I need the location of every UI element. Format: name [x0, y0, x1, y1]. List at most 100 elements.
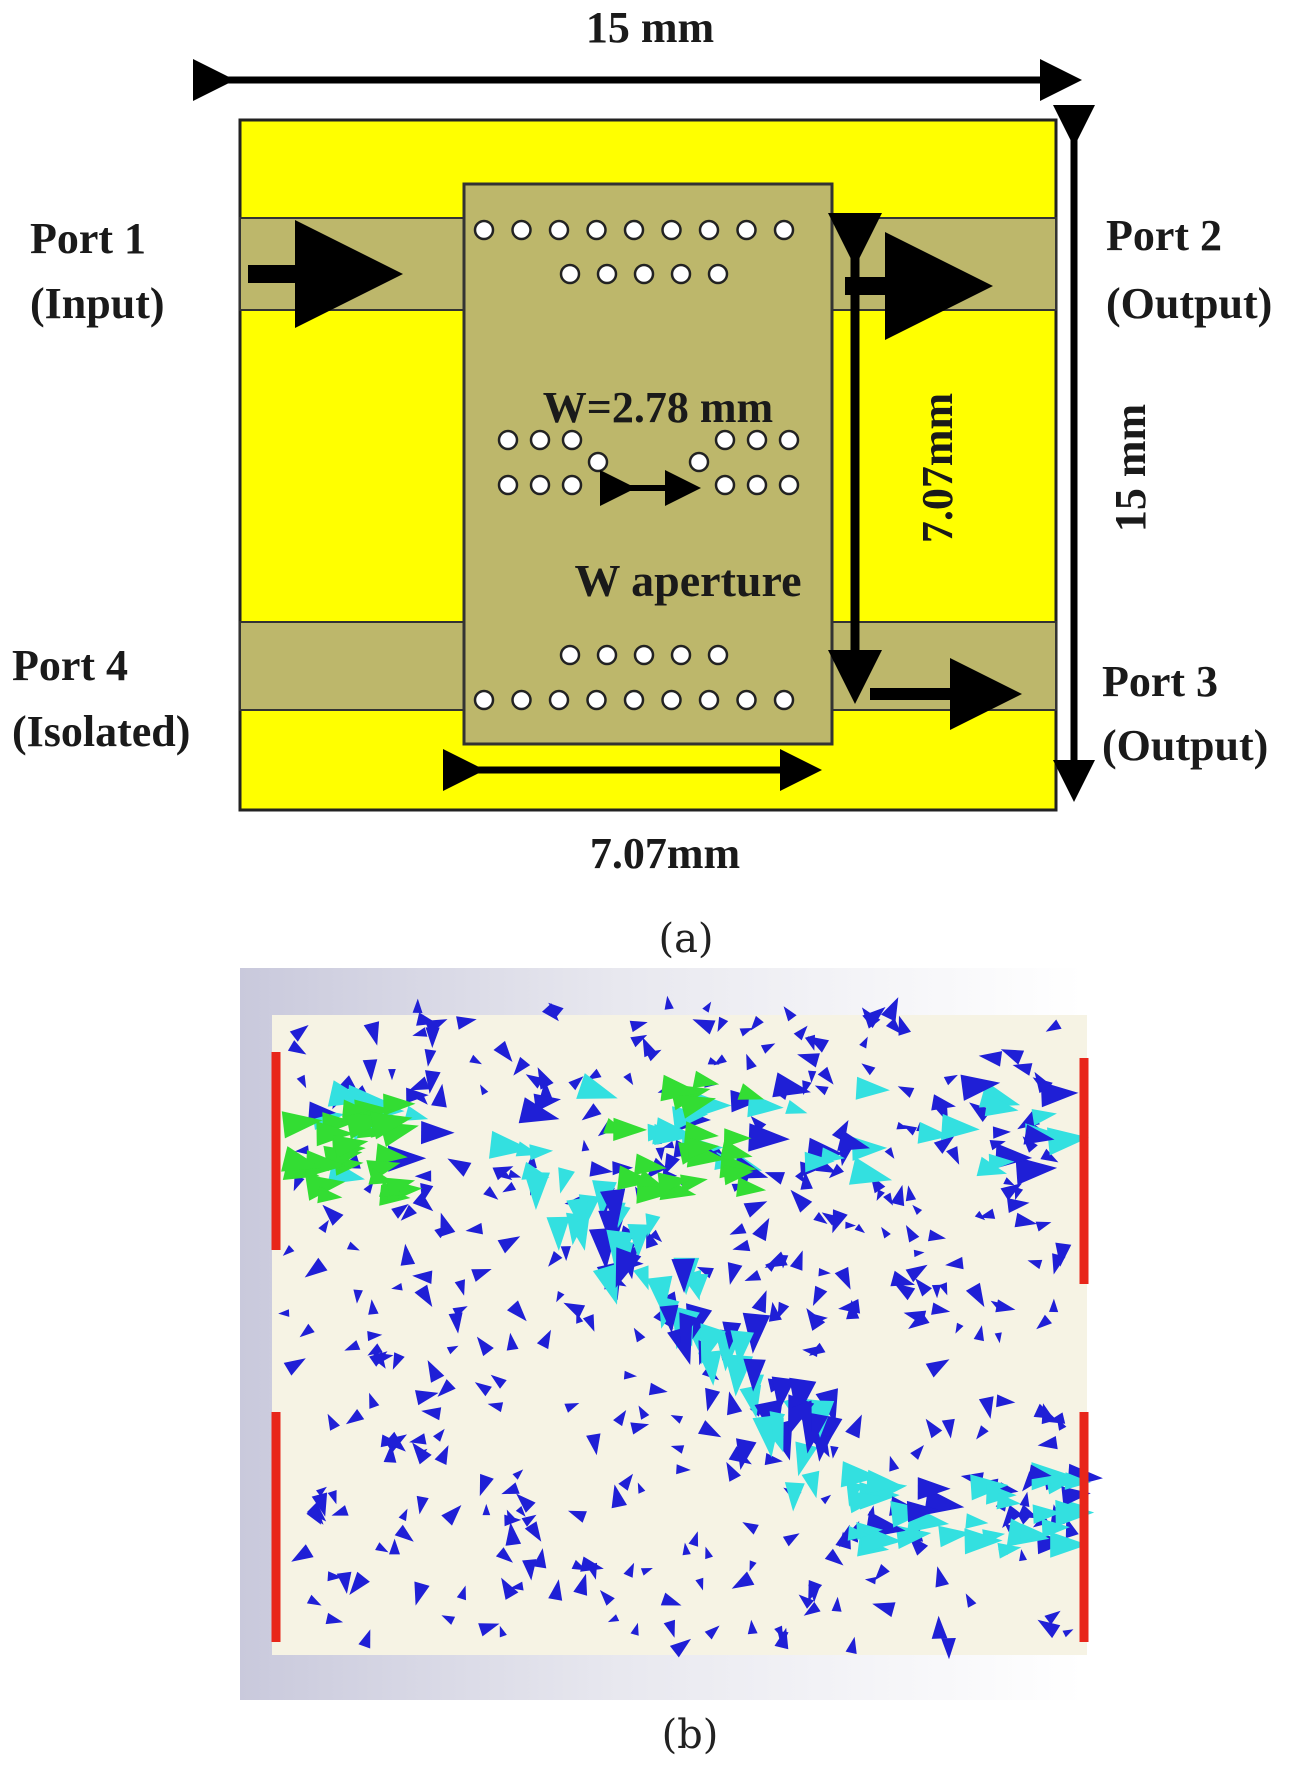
- current-arrow: [874, 1564, 890, 1581]
- current-arrow: [931, 1615, 948, 1639]
- current-arrow: [663, 1153, 680, 1176]
- current-arrow: [731, 1571, 755, 1589]
- current-arrow: [813, 1434, 832, 1462]
- current-arrow: [1041, 1518, 1070, 1538]
- current-arrow: [318, 1219, 329, 1233]
- caption-a: (a): [658, 916, 713, 962]
- current-arrow: [800, 1171, 813, 1190]
- current-arrow: [446, 1345, 459, 1355]
- current-arrow: [576, 1312, 584, 1324]
- current-arrow: [744, 1270, 762, 1281]
- port1-role: (Input): [30, 279, 165, 328]
- current-arrow: [996, 1394, 1016, 1408]
- current-arrow: [876, 1189, 885, 1201]
- current-arrow: [905, 1264, 928, 1283]
- current-arrow: [830, 1445, 839, 1459]
- current-arrow: [474, 1382, 492, 1397]
- current-arrow: [793, 1025, 808, 1041]
- current-arrow: [808, 1342, 826, 1356]
- current-arrow: [979, 1208, 996, 1219]
- current-arrow: [416, 1495, 429, 1515]
- current-arrow: [974, 1210, 986, 1221]
- current-arrow: [1022, 1471, 1041, 1492]
- current-arrow: [910, 1445, 924, 1460]
- current-arrow: [885, 1018, 902, 1035]
- current-arrow: [336, 1571, 352, 1594]
- current-arrow: [912, 1204, 923, 1215]
- current-arrow: [742, 1522, 759, 1535]
- current-arrow: [818, 1268, 831, 1277]
- current-arrow: [384, 1431, 406, 1452]
- current-arrow: [1031, 1462, 1073, 1491]
- current-arrow: [746, 1053, 757, 1071]
- current-arrow: [986, 1483, 1017, 1505]
- current-arrow: [539, 1080, 553, 1099]
- current-arrow: [1037, 1436, 1058, 1450]
- current-arrow: [990, 1300, 1002, 1310]
- current-arrow: [412, 1027, 428, 1037]
- current-arrow: [502, 1181, 517, 1193]
- current-arrow: [771, 1376, 795, 1412]
- current-arrow: [372, 1351, 386, 1369]
- current-arrow: [976, 1156, 1007, 1177]
- current-arrow: [1000, 1183, 1022, 1201]
- current-arrow: [839, 1146, 852, 1167]
- current-arrow: [469, 1054, 482, 1065]
- current-arrow: [306, 1594, 322, 1606]
- current-arrow: [1044, 1610, 1061, 1625]
- current-arrow: [493, 1040, 513, 1062]
- current-arrow: [705, 1387, 721, 1412]
- current-arrow: [864, 1577, 877, 1585]
- via-hole: [698, 219, 720, 241]
- current-arrow: [499, 1625, 507, 1638]
- current-arrow: [278, 1309, 290, 1317]
- via-hole: [688, 451, 710, 473]
- current-arrow: [931, 1284, 941, 1299]
- current-arrow: [859, 1036, 868, 1049]
- current-arrow: [490, 1374, 507, 1389]
- current-arrow: [943, 1074, 958, 1086]
- current-arrow: [548, 1579, 563, 1601]
- current-arrow: [369, 1392, 380, 1409]
- via-hole: [661, 219, 682, 241]
- current-arrow: [363, 1021, 380, 1046]
- current-arrow: [388, 1145, 427, 1172]
- current-arrow: [282, 1245, 295, 1256]
- current-arrow: [1036, 1314, 1052, 1330]
- current-arrow: [412, 1270, 433, 1284]
- current-arrow: [1020, 1523, 1047, 1542]
- current-arrow: [743, 1358, 766, 1392]
- current-arrow: [752, 1217, 770, 1242]
- current-arrow: [345, 1409, 365, 1425]
- current-arrow: [663, 1619, 675, 1638]
- current-arrow: [1028, 1464, 1052, 1480]
- current-arrow: [649, 1229, 663, 1243]
- current-arrow: [548, 1251, 563, 1267]
- current-arrow: [702, 1001, 712, 1013]
- current-arrow: [537, 1067, 554, 1090]
- current-arrow: [648, 1382, 668, 1396]
- current-arrow: [456, 1585, 466, 1601]
- current-arrow: [670, 1445, 685, 1454]
- current-arrow: [791, 1400, 812, 1433]
- aperture-label: W aperture: [575, 555, 802, 606]
- via-hole: [511, 219, 532, 241]
- current-arrow: [820, 1494, 832, 1505]
- current-arrow: [425, 1070, 441, 1094]
- current-arrow: [391, 1283, 403, 1291]
- current-arrow: [416, 1093, 428, 1105]
- current-arrow: [978, 1396, 994, 1419]
- via-hole: [670, 644, 692, 666]
- current-arrow: [832, 1209, 848, 1234]
- current-arrow: [984, 1094, 1019, 1117]
- current-arrow: [945, 1256, 964, 1270]
- current-arrow: [729, 1223, 747, 1235]
- current-arrow: [375, 1143, 408, 1165]
- current-arrow: [536, 1329, 551, 1350]
- current-arrow: [389, 1538, 400, 1555]
- current-arrow: [581, 1103, 602, 1121]
- current-arrow: [700, 1323, 726, 1365]
- current-arrow: [441, 1505, 462, 1526]
- current-arrow: [346, 1241, 360, 1251]
- current-arrow: [344, 1340, 361, 1351]
